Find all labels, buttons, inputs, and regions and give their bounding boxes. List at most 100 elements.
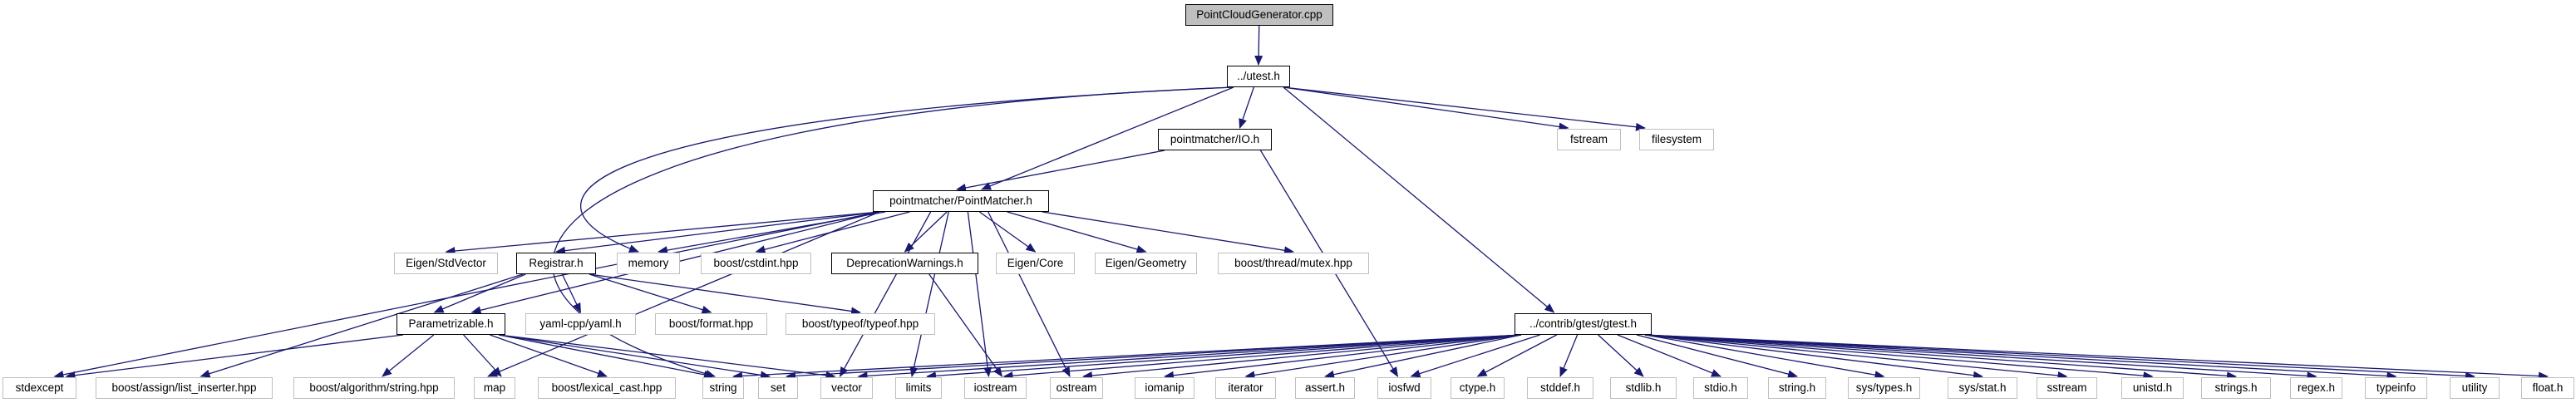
node-map: map — [474, 377, 515, 399]
edge-gtest-to-stringh — [1636, 334, 1798, 379]
node-pm[interactable]: pointmatcher/PointMatcher.h — [873, 190, 1049, 212]
edge-pm-to-eigenstdvector — [445, 211, 880, 255]
node-label: boost/thread/mutex.hpp — [1234, 257, 1352, 270]
edge-pm-to-eigencore — [979, 211, 1037, 253]
node-limits: limits — [895, 377, 942, 399]
node-label: stdlib.h — [1625, 381, 1662, 395]
node-filesystem: filesystem — [1639, 129, 1714, 150]
edge-gtest-to-ostream — [1082, 334, 1522, 380]
edge-utest-to-gtest — [1283, 86, 1555, 313]
edge-gtest-to-ctypeh — [1476, 334, 1558, 377]
node-label: map — [483, 381, 506, 395]
node-deprecation[interactable]: DeprecationWarnings.h — [831, 253, 978, 274]
node-stddefh: stddef.h — [1527, 377, 1593, 399]
node-label: Eigen/Geometry — [1105, 257, 1187, 270]
edge-pm-to-registrar — [555, 211, 880, 255]
edge-gtest-to-sysstat — [1644, 334, 1983, 380]
node-label: sys/types.h — [1855, 381, 1913, 395]
node-label: boost/algorithm/string.hpp — [309, 381, 439, 395]
node-io[interactable]: pointmatcher/IO.h — [1158, 129, 1272, 150]
node-ostream: ostream — [1050, 377, 1103, 399]
edge-registrar-to-typeof — [589, 273, 861, 316]
edge-gtest-to-iterator — [1244, 334, 1522, 380]
node-stdexcept: stdexcept — [2, 377, 76, 399]
node-stringh: string.h — [1768, 377, 1826, 399]
node-mutex: boost/thread/mutex.hpp — [1218, 253, 1369, 274]
node-label: typeinfo — [2376, 381, 2416, 395]
edge-pm-to-mutex — [1042, 211, 1294, 255]
edge-gtest-to-sstream — [1644, 334, 2068, 380]
node-label: ../contrib/gtest/gtest.h — [1529, 317, 1638, 331]
node-label: iterator — [1228, 381, 1263, 395]
node-label: Eigen/Core — [1007, 257, 1064, 270]
node-format: boost/format.hpp — [655, 313, 767, 335]
edge-gtest-to-floath — [1644, 334, 2549, 381]
node-yaml: yaml-cpp/yaml.h — [525, 313, 636, 335]
node-systypes: sys/types.h — [1848, 377, 1920, 399]
node-gtest[interactable]: ../contrib/gtest/gtest.h — [1515, 313, 1652, 335]
node-label: boost/lexical_cast.hpp — [551, 381, 662, 395]
edge-registrar-to-yaml — [561, 273, 582, 313]
node-iosfwd: iosfwd — [1377, 377, 1431, 399]
edge-parametrizable-to-vector — [498, 334, 836, 380]
node-label: boost/cstdint.hpp — [713, 257, 799, 270]
node-label: vector — [831, 381, 862, 395]
node-label: limits — [905, 381, 932, 395]
edge-pm-to-stdexcept — [53, 211, 880, 379]
node-eigencore: Eigen/Core — [996, 253, 1075, 274]
edge-parametrizable-to-stdexcept — [65, 334, 404, 380]
edge-utest-to-filesystem — [1283, 86, 1646, 131]
node-label: string.h — [1778, 381, 1816, 395]
edge-gtest-to-iosfwd — [1410, 334, 1540, 378]
node-iterator: iterator — [1215, 377, 1276, 399]
node-utest[interactable]: ../utest.h — [1227, 66, 1290, 87]
edge-parametrizable-to-string — [498, 334, 714, 379]
edge-registrar-to-format — [589, 273, 712, 314]
node-stdlibh: stdlib.h — [1610, 377, 1677, 399]
node-label: sstream — [2047, 381, 2087, 395]
edge-utest-to-io — [1239, 86, 1254, 129]
edge-utest-to-fstream — [1283, 86, 1569, 131]
node-label: regex.h — [2297, 381, 2336, 395]
node-regexh: regex.h — [2290, 377, 2342, 399]
node-label: stdexcept — [15, 381, 64, 395]
node-label: Registrar.h — [529, 257, 584, 270]
node-label: Eigen/StdVector — [406, 257, 486, 270]
edge-gtest-to-unistd — [1644, 334, 2154, 381]
node-utility: utility — [2450, 377, 2500, 399]
node-label: boost/typeof/typeof.hpp — [801, 317, 919, 331]
node-sysstat: sys/stat.h — [1948, 377, 2017, 399]
node-set: set — [758, 377, 798, 399]
node-sstream: sstream — [2037, 377, 2097, 399]
node-label: string — [709, 381, 737, 395]
edge-gtest-to-typeinfo — [1644, 334, 2397, 381]
edge-pm-to-ostream — [988, 211, 1071, 377]
node-ctypeh: ctype.h — [1451, 377, 1505, 399]
edge-gtest-to-stddefh — [1559, 334, 1579, 377]
node-typeof: boost/typeof/typeof.hpp — [786, 313, 935, 335]
edge-gtest-to-iomanip — [1164, 334, 1522, 380]
node-parametrizable[interactable]: Parametrizable.h — [396, 313, 505, 335]
node-label: pointmatcher/IO.h — [1170, 133, 1260, 146]
node-iostream: iostream — [964, 377, 1027, 399]
node-pcg[interactable]: PointCloudGenerator.cpp — [1185, 4, 1333, 26]
edge-gtest-to-systypes — [1644, 334, 1885, 380]
node-listinserter: boost/assign/list_inserter.hpp — [96, 377, 273, 399]
edge-gtest-to-stringsh — [1644, 334, 2237, 381]
node-label: yaml-cpp/yaml.h — [539, 317, 622, 331]
edge-utest-to-pm — [981, 86, 1234, 190]
node-label: boost/format.hpp — [668, 317, 754, 331]
edge-pm-to-eigengeometry — [1007, 211, 1147, 253]
node-registrar[interactable]: Registrar.h — [516, 253, 596, 274]
node-label: ostream — [1056, 381, 1097, 395]
edge-parametrizable-to-lexical — [490, 334, 608, 378]
node-stringsh: strings.h — [2201, 377, 2271, 399]
node-string: string — [702, 377, 744, 399]
node-asserth: assert.h — [1295, 377, 1355, 399]
edge-pm-to-vector — [839, 211, 932, 377]
node-label: memory — [628, 257, 669, 270]
edge-gtest-to-stdlibh — [1598, 334, 1644, 377]
edge-gtest-to-set — [786, 334, 1522, 381]
